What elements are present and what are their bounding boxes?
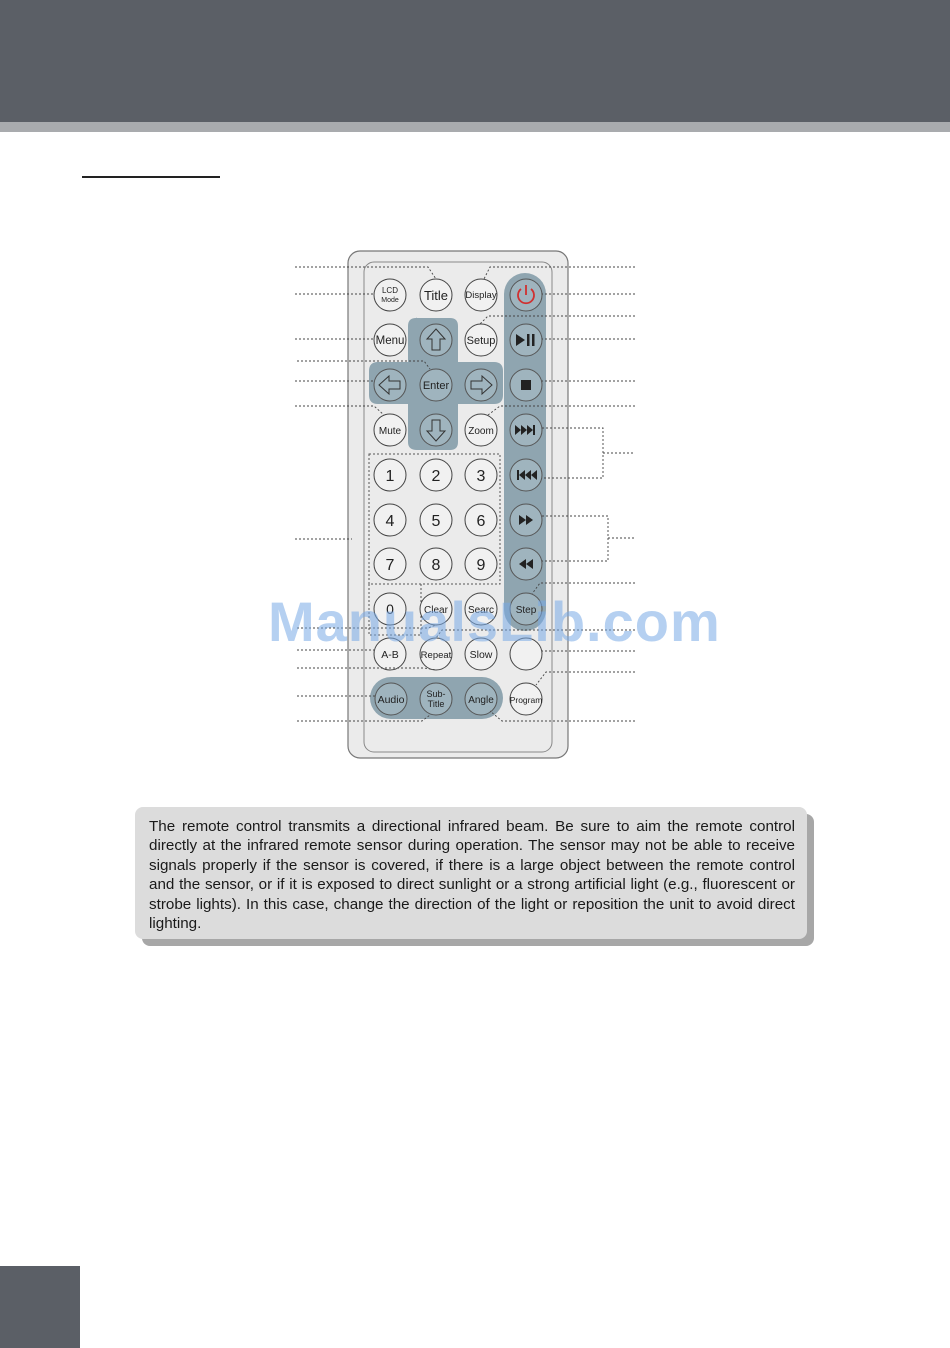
digit-7-label: 7 <box>386 557 395 574</box>
enter-label: Enter <box>423 380 450 392</box>
down-arrow-icon <box>425 419 447 442</box>
menu-label: Menu <box>376 335 405 347</box>
play-pause-icon <box>516 334 535 346</box>
right-button[interactable] <box>464 368 498 402</box>
left-button[interactable] <box>373 368 407 402</box>
digit-1-button[interactable] <box>373 458 407 492</box>
audio-label: Audio <box>378 694 405 706</box>
setup-button[interactable] <box>464 323 498 357</box>
angle-button[interactable] <box>464 682 498 716</box>
callout-lines <box>295 266 635 722</box>
digit-2-button[interactable] <box>419 458 453 492</box>
repeat-button[interactable] <box>419 637 453 671</box>
digit-9-label: 9 <box>477 557 486 574</box>
up-button[interactable] <box>419 323 453 357</box>
blank-button[interactable] <box>509 637 543 671</box>
digit-5-button[interactable] <box>419 503 453 537</box>
up-arrow-icon <box>425 328 447 351</box>
program-label: Program <box>510 695 543 705</box>
previous-icon <box>517 470 537 480</box>
down-button[interactable] <box>419 413 453 447</box>
note-box: The remote control transmits a direction… <box>135 807 807 939</box>
stop-icon <box>521 380 531 390</box>
search-label: Searc <box>468 605 494 616</box>
zoom-button[interactable] <box>464 413 498 447</box>
play-pause-button[interactable] <box>509 323 543 357</box>
left-arrow-icon <box>378 374 401 396</box>
zoom-label: Zoom <box>468 426 494 437</box>
repeat-label: Repeat <box>421 650 452 661</box>
page-header-stripe <box>0 122 950 132</box>
digit-3-label: 3 <box>477 468 486 485</box>
step-button[interactable] <box>509 592 543 626</box>
digit-1-label: 1 <box>386 468 395 485</box>
remote-control-illustration: LCD Mode Title Display Menu Setup Enter … <box>295 250 635 759</box>
digit-6-button[interactable] <box>464 503 498 537</box>
ab-button[interactable] <box>373 637 407 671</box>
note-text: The remote control transmits a direction… <box>149 818 795 933</box>
title-label: Title <box>424 288 448 303</box>
lcd-mode-button[interactable] <box>373 278 407 312</box>
number-pad-frame <box>368 453 501 585</box>
mute-label: Mute <box>379 426 402 437</box>
subtitle-button[interactable] <box>419 682 453 716</box>
title-button[interactable] <box>419 278 453 312</box>
number-pad-frame-bottom <box>368 583 500 636</box>
clear-button[interactable] <box>419 592 453 626</box>
angle-label: Angle <box>468 695 494 706</box>
lcd-mode-label-line2: Mode <box>381 297 399 304</box>
program-button[interactable] <box>509 682 543 716</box>
digit-2-label: 2 <box>432 468 441 485</box>
digit-9-button[interactable] <box>464 547 498 581</box>
search-button[interactable] <box>464 592 498 626</box>
digit-4-button[interactable] <box>373 503 407 537</box>
slow-label: Slow <box>470 649 493 661</box>
enter-button[interactable] <box>419 368 453 402</box>
rewind-icon <box>519 559 533 569</box>
next-icon <box>515 425 535 435</box>
audio-button[interactable] <box>374 682 408 716</box>
page-footer-block <box>0 1266 80 1348</box>
power-icon <box>517 285 535 305</box>
menu-button[interactable] <box>373 323 407 357</box>
right-arrow-icon <box>470 374 493 396</box>
digit-0-label: 0 <box>386 601 394 617</box>
mute-button[interactable] <box>373 413 407 447</box>
step-label: Step <box>516 605 537 616</box>
digit-8-button[interactable] <box>419 547 453 581</box>
watermark-text: ManualsLib.com <box>268 590 721 653</box>
ab-label: A-B <box>381 649 399 661</box>
fast-forward-icon <box>519 515 533 525</box>
display-label: Display <box>465 290 496 301</box>
display-button[interactable] <box>464 278 498 312</box>
subtitle-label-line1: Sub- <box>426 689 445 699</box>
transport-button-group <box>504 273 546 631</box>
remote-inner-outline <box>363 261 553 753</box>
digit-0-button[interactable] <box>373 592 407 626</box>
slow-button[interactable] <box>464 637 498 671</box>
digit-5-label: 5 <box>432 513 441 530</box>
remote-control-figure: LCD Mode Title Display Menu Setup Enter … <box>290 245 650 765</box>
digit-7-button[interactable] <box>373 547 407 581</box>
setup-label: Setup <box>467 335 496 347</box>
digit-3-button[interactable] <box>464 458 498 492</box>
digit-8-label: 8 <box>432 557 441 574</box>
digit-4-label: 4 <box>386 513 395 530</box>
page-header-band <box>0 0 950 122</box>
lcd-mode-label-line1: LCD <box>382 286 398 295</box>
clear-label: Clear <box>424 605 449 616</box>
subtitle-label-line2: Title <box>428 699 445 709</box>
section-title-underline <box>82 176 220 178</box>
digit-6-label: 6 <box>477 513 486 530</box>
